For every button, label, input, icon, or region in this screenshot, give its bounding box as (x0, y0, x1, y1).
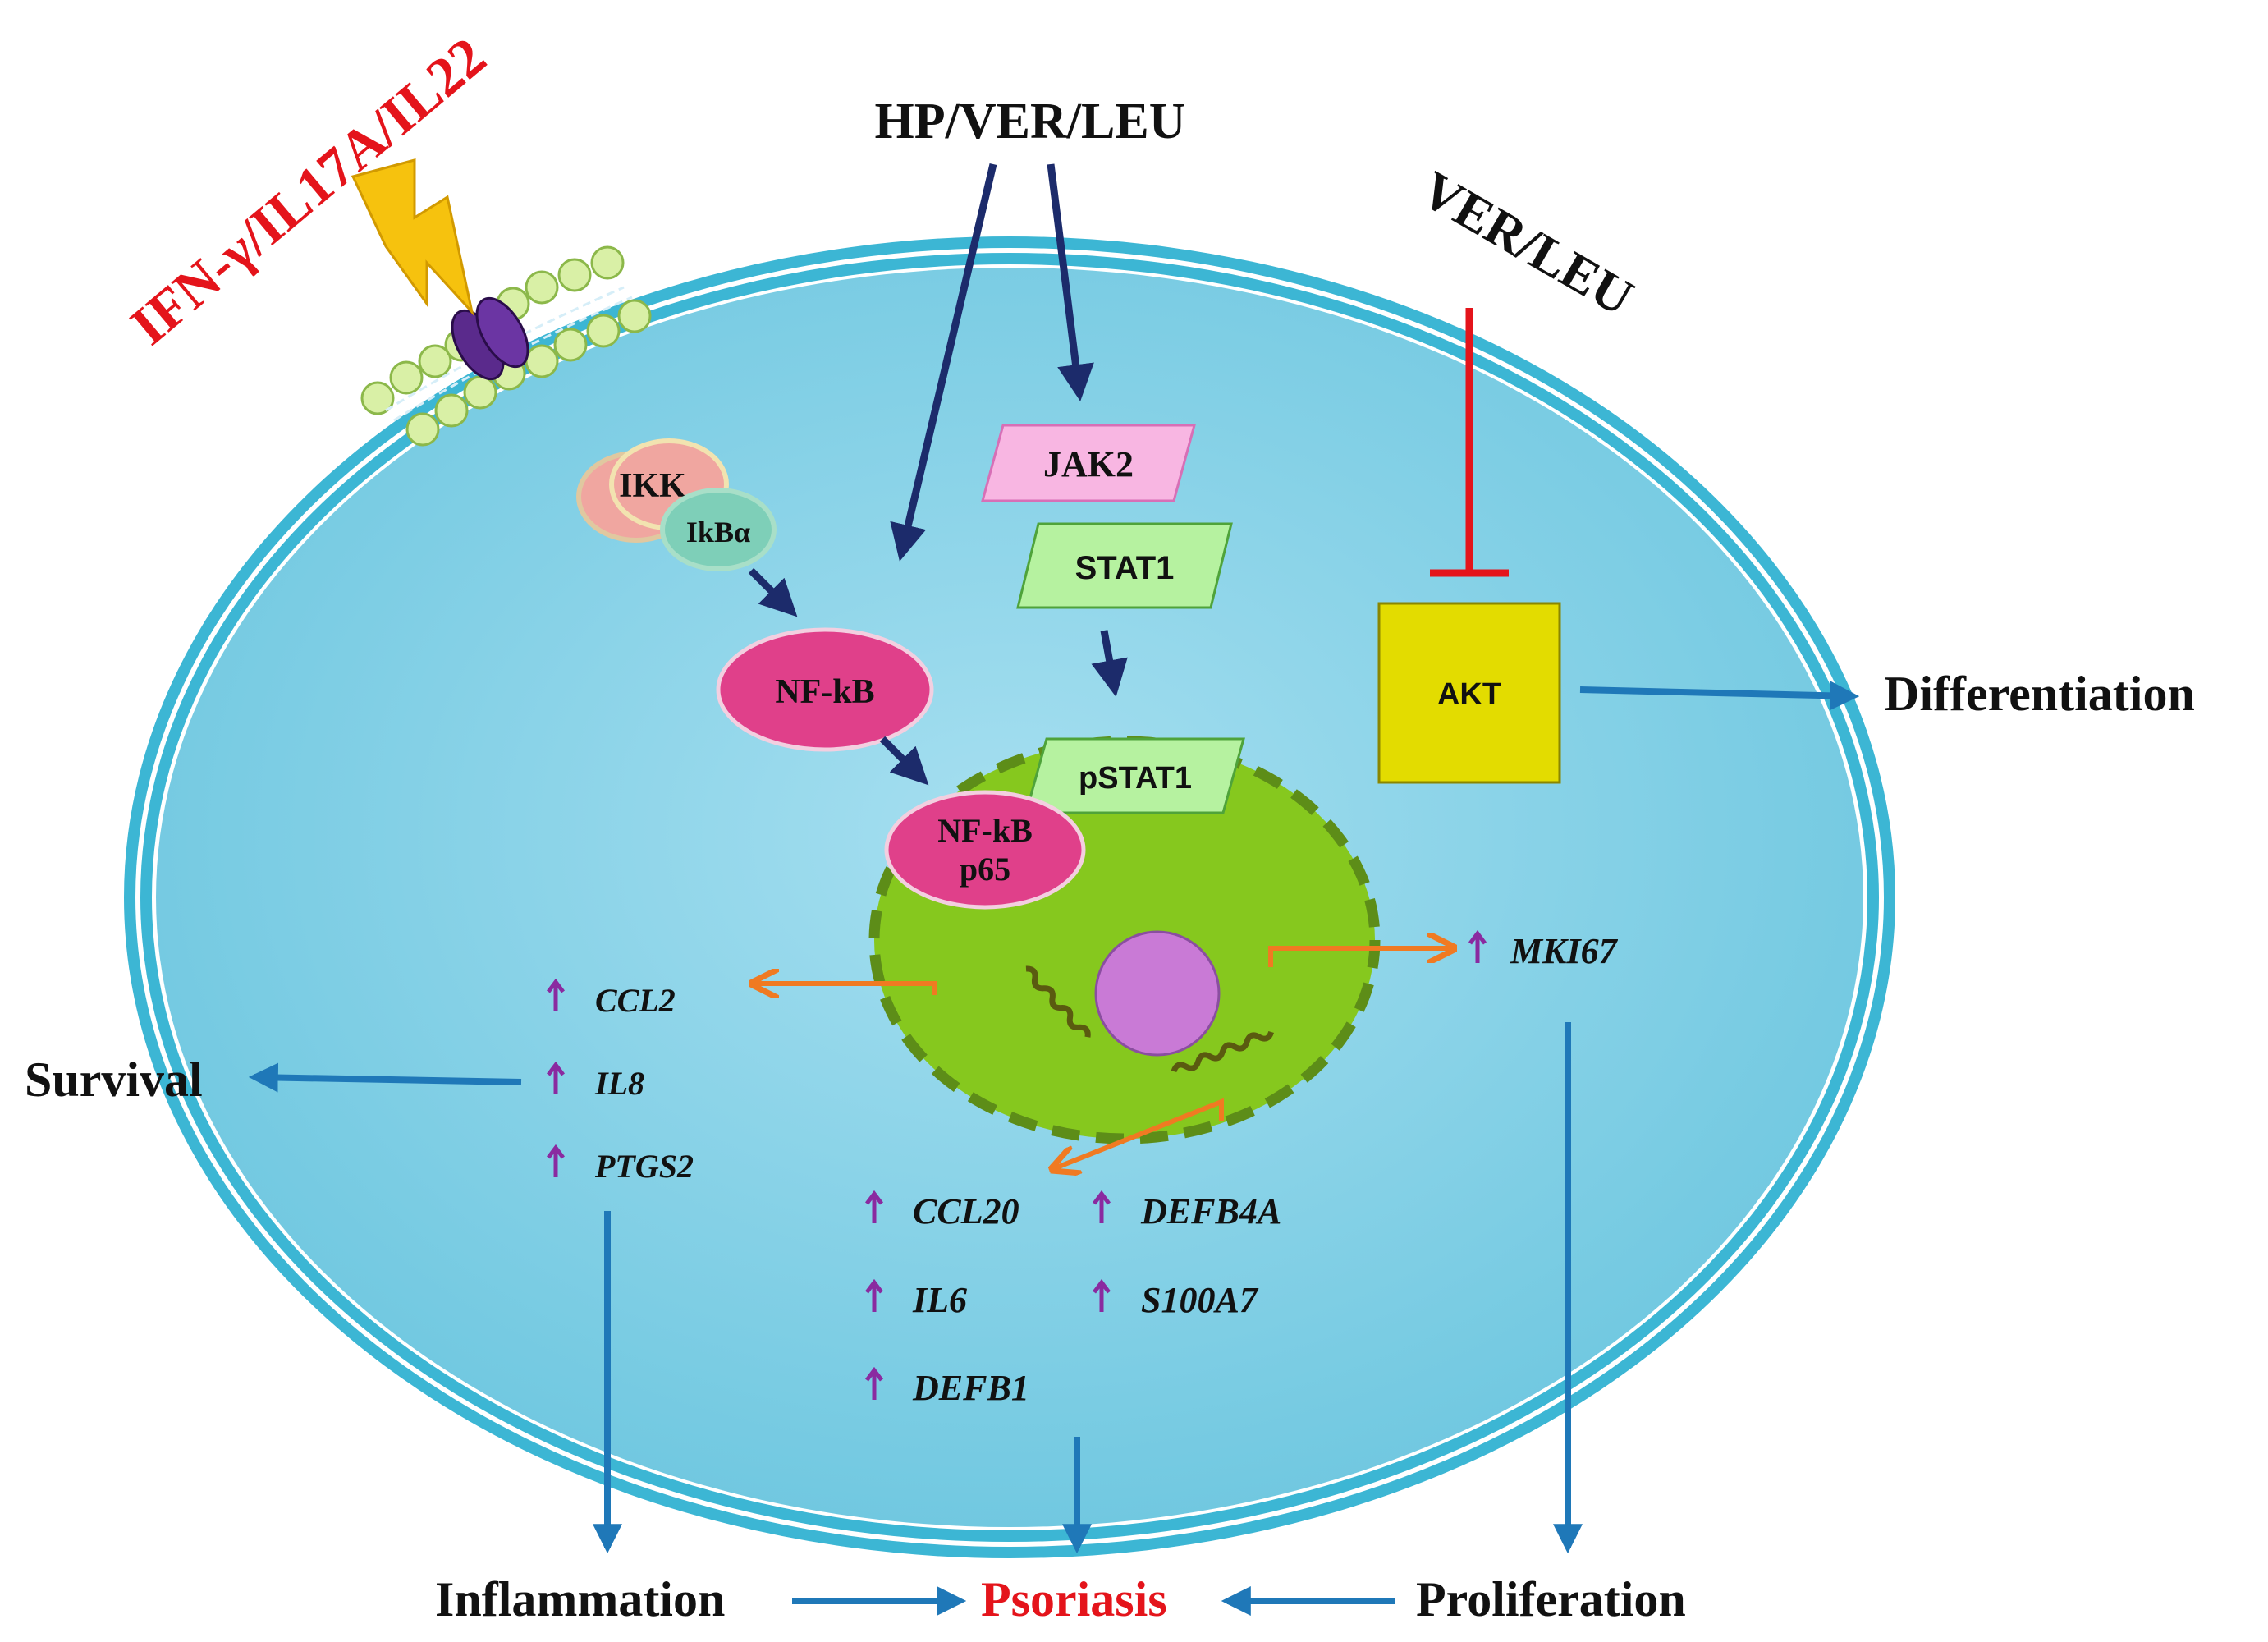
gene-il8: IL8 (547, 1061, 644, 1102)
svg-text:IL8: IL8 (594, 1065, 644, 1102)
nfkb-cytoplasm-node: NF-kB (716, 627, 934, 752)
up-arrow-icon (865, 1190, 883, 1223)
gene-mki67: MKI67 (1468, 929, 1619, 971)
up-arrow-icon (865, 1278, 883, 1312)
svg-text:DEFB1: DEFB1 (912, 1368, 1029, 1408)
gene-ptgs2: PTGS2 (547, 1144, 694, 1185)
akt-node: AKT (1377, 602, 1561, 784)
svg-text:CCL20: CCL20 (913, 1191, 1019, 1232)
nfkb-to-nucleus-arrow (879, 736, 929, 786)
gene-defb1: DEFB1 (865, 1366, 1029, 1408)
left-gene-list: CCL2 IL8 PTGS2 (547, 978, 694, 1185)
dna-strand-icon-2 (1171, 1030, 1275, 1073)
lightning-bolt-icon (351, 158, 474, 317)
svg-text:CCL2: CCL2 (595, 982, 676, 1019)
inflammation-label: Inflammation (435, 1572, 725, 1626)
receptor-icon (451, 296, 529, 381)
svg-text:S100A7: S100A7 (1141, 1280, 1259, 1320)
akt-label: AKT (1437, 677, 1501, 712)
pstat1-node: pSTAT1 (1024, 737, 1245, 814)
jak2-label: JAK2 (1043, 444, 1134, 484)
up-arrow-icon (865, 1366, 883, 1400)
ikba-label: IkBα (686, 516, 750, 548)
ikba-to-nfkb-arrow (748, 567, 798, 617)
pstat1-label: pSTAT1 (1079, 761, 1192, 796)
ikk-ikba-complex: IKK IkBα (576, 438, 777, 571)
nfkb-label: NF-kB (775, 673, 874, 711)
ikk-label: IKK (619, 467, 686, 505)
up-arrow-icon (547, 978, 565, 1011)
nucleolus (1094, 930, 1221, 1057)
nfkb-p65-label-line2: p65 (960, 851, 1010, 888)
svg-text:PTGS2: PTGS2 (594, 1148, 694, 1185)
akt-inhibition-line (1430, 308, 1509, 577)
hp-ver-leu-label: HP/VER/LEU (875, 94, 1186, 149)
gene-ccl20: CCL20 (865, 1190, 1019, 1232)
svg-text:MKI67: MKI67 (1510, 931, 1619, 971)
nfkb-p65-label-line1: NF-kB (937, 812, 1033, 849)
cytokine-stimulus-label: IFN-γ/IL17A/IL22 (119, 25, 497, 356)
nucleus-to-genes-arrow (1055, 1098, 1224, 1168)
nucleus: pSTAT1 NF-kB p65 (868, 736, 1381, 1144)
nucleus-to-ccl2-arrow (755, 984, 937, 995)
svg-text:IL6: IL6 (912, 1280, 967, 1320)
gene-s100a7: S100A7 (1093, 1278, 1259, 1320)
dna-strand-icon (1025, 965, 1091, 1038)
nfkb-p65-node: NF-kB p65 (884, 790, 1086, 910)
svg-text:DEFB4A: DEFB4A (1140, 1191, 1281, 1232)
differentiation-label: Differentiation (1884, 667, 2195, 721)
gene-il6: IL6 (865, 1278, 967, 1320)
up-arrow-icon (1468, 929, 1487, 963)
jak2-node: JAK2 (981, 424, 1196, 502)
up-arrow-icon (1093, 1190, 1111, 1223)
stat1-label: STAT1 (1075, 550, 1175, 586)
proliferation-label: Proliferation (1416, 1572, 1686, 1626)
ikba-node (660, 488, 777, 571)
drug-to-nfkb-arrow (890, 163, 997, 562)
ver-leu-label: VER/LEU (1412, 160, 1643, 328)
membrane-receptor (351, 158, 652, 447)
akt-to-differentiation-arrow (1579, 681, 1860, 711)
up-arrow-icon (547, 1061, 565, 1094)
psoriasis-label: Psoriasis (981, 1572, 1167, 1626)
up-arrow-icon (1093, 1278, 1111, 1312)
up-arrow-icon (547, 1144, 565, 1177)
drug-to-jak2-arrow (1047, 163, 1094, 401)
stat1-node: STAT1 (1016, 522, 1233, 609)
bottom-gene-list: CCL20 IL6 DEFB1 DEFB4A S100A7 (865, 1190, 1281, 1408)
stat1-to-nucleus-arrow (1091, 630, 1128, 697)
nucleus-to-mki67-arrow (1268, 948, 1451, 967)
survival-label: Survival (25, 1053, 203, 1107)
il8-to-survival-arrow (248, 1062, 522, 1093)
gene-defb4a: DEFB4A (1093, 1190, 1281, 1232)
gene-ccl2: CCL2 (547, 978, 676, 1019)
